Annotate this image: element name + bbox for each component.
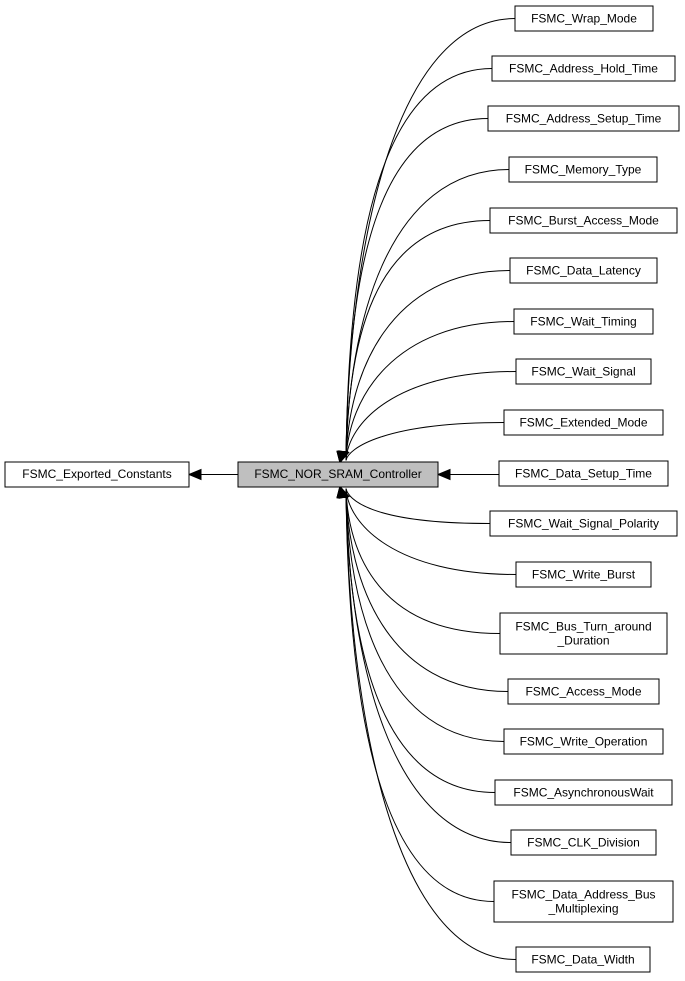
node-fsmc-access-mode-label: FSMC_Access_Mode — [525, 685, 641, 699]
node-fsmc-bus-turn-around-duration-label: FSMC_Bus_Turn_around — [515, 620, 651, 634]
edge-fsmc-clk-division — [345, 488, 512, 843]
node-fsmc-data-latency-box — [509, 257, 658, 284]
node-center-label: FSMC_NOR_SRAM_Controller — [254, 467, 421, 481]
node-fsmc-asynchronouswait-box — [494, 779, 673, 806]
node-fsmc-data-address-bus-multiplexing[interactable]: FSMC_Data_Address_Bus_Multiplexing — [493, 880, 674, 923]
edge-fsmc-wait-timing — [345, 321, 515, 461]
node-fsmc-wait-signal-polarity-box — [489, 510, 678, 537]
node-fsmc-bus-turn-around-duration-label: _Duration — [556, 634, 609, 648]
edge-fsmc-write-operation — [345, 488, 505, 742]
edge-fsmc-wait-signal-polarity — [345, 488, 491, 524]
node-fsmc-wait-signal-box — [515, 358, 652, 385]
node-fsmc-write-burst-box — [515, 561, 652, 588]
node-fsmc-bus-turn-around-duration[interactable]: FSMC_Bus_Turn_around_Duration — [499, 612, 668, 655]
node-fsmc-wait-signal[interactable]: FSMC_Wait_Signal — [515, 358, 652, 385]
arrowhead-parent — [187, 468, 202, 481]
node-fsmc-write-operation[interactable]: FSMC_Write_Operation — [503, 728, 664, 755]
edge-fsmc-burst-access-mode — [345, 220, 491, 461]
node-fsmc-memory-type-label: FSMC_Memory_Type — [525, 163, 642, 177]
node-fsmc-data-address-bus-multiplexing-label: FSMC_Data_Address_Bus — [511, 888, 655, 902]
node-fsmc-data-width[interactable]: FSMC_Data_Width — [515, 946, 651, 973]
node-fsmc-asynchronouswait[interactable]: FSMC_AsynchronousWait — [494, 779, 673, 806]
arrowhead-fsmc-data-setup-time — [436, 468, 451, 481]
node-fsmc-data-setup-time-box — [498, 460, 669, 487]
node-center-box — [237, 461, 439, 488]
node-parent[interactable]: FSMC_Exported_Constants — [4, 461, 190, 488]
node-fsmc-address-hold-time-label: FSMC_Address_Hold_Time — [509, 62, 658, 76]
node-fsmc-data-address-bus-multiplexing-box — [493, 880, 674, 923]
node-fsmc-wait-signal-polarity[interactable]: FSMC_Wait_Signal_Polarity — [489, 510, 678, 537]
node-fsmc-write-burst[interactable]: FSMC_Write_Burst — [515, 561, 652, 588]
child-nodes: FSMC_Wrap_ModeFSMC_Address_Hold_TimeFSMC… — [487, 5, 680, 973]
edge-fsmc-access-mode — [345, 488, 509, 692]
edges — [187, 18, 517, 960]
node-fsmc-write-burst-label: FSMC_Write_Burst — [532, 568, 636, 582]
node-fsmc-wait-signal-label: FSMC_Wait_Signal — [531, 365, 635, 379]
edge-fsmc-memory-type — [345, 169, 510, 461]
edge-fsmc-data-width — [345, 488, 517, 960]
node-fsmc-extended-mode[interactable]: FSMC_Extended_Mode — [503, 409, 664, 436]
node-fsmc-wait-timing-label: FSMC_Wait_Timing — [530, 315, 636, 329]
node-fsmc-data-setup-time[interactable]: FSMC_Data_Setup_Time — [498, 460, 669, 487]
node-fsmc-address-hold-time[interactable]: FSMC_Address_Hold_Time — [491, 55, 676, 82]
node-fsmc-memory-type[interactable]: FSMC_Memory_Type — [508, 156, 658, 183]
node-fsmc-write-operation-box — [503, 728, 664, 755]
node-fsmc-bus-turn-around-duration-box — [499, 612, 668, 655]
node-parent-label: FSMC_Exported_Constants — [22, 467, 171, 481]
node-fsmc-address-setup-time[interactable]: FSMC_Address_Setup_Time — [487, 105, 680, 132]
node-fsmc-data-width-box — [515, 946, 651, 973]
node-fsmc-clk-division-label: FSMC_CLK_Division — [527, 836, 640, 850]
edge-fsmc-data-address-bus-multiplexing — [345, 488, 495, 902]
node-fsmc-burst-access-mode-label: FSMC_Burst_Access_Mode — [508, 214, 659, 228]
node-fsmc-data-address-bus-multiplexing-label: _Multiplexing — [547, 902, 618, 916]
node-fsmc-wrap-mode[interactable]: FSMC_Wrap_Mode — [514, 5, 654, 32]
node-fsmc-access-mode[interactable]: FSMC_Access_Mode — [507, 678, 660, 705]
edge-fsmc-address-hold-time — [345, 68, 493, 461]
edge-fsmc-extended-mode — [345, 422, 505, 461]
node-fsmc-data-width-label: FSMC_Data_Width — [531, 953, 634, 967]
node-fsmc-access-mode-box — [507, 678, 660, 705]
node-fsmc-wait-timing-box — [513, 308, 654, 335]
node-fsmc-wait-signal-polarity-label: FSMC_Wait_Signal_Polarity — [508, 517, 659, 531]
node-fsmc-wait-timing[interactable]: FSMC_Wait_Timing — [513, 308, 654, 335]
node-fsmc-clk-division[interactable]: FSMC_CLK_Division — [510, 829, 657, 856]
edge-fsmc-address-setup-time — [345, 118, 489, 461]
node-fsmc-extended-mode-label: FSMC_Extended_Mode — [519, 416, 647, 430]
node-fsmc-address-hold-time-box — [491, 55, 676, 82]
node-fsmc-address-setup-time-box — [487, 105, 680, 132]
node-fsmc-asynchronouswait-label: FSMC_AsynchronousWait — [513, 786, 654, 800]
edge-fsmc-data-latency — [345, 270, 511, 461]
edge-fsmc-wrap-mode — [345, 18, 516, 461]
node-center[interactable]: FSMC_NOR_SRAM_Controller — [237, 461, 439, 488]
node-fsmc-address-setup-time-label: FSMC_Address_Setup_Time — [506, 112, 662, 126]
node-fsmc-data-latency[interactable]: FSMC_Data_Latency — [509, 257, 658, 284]
node-fsmc-memory-type-box — [508, 156, 658, 183]
arrowhead-fsmc-data-width — [336, 485, 349, 499]
node-parent-box — [4, 461, 190, 488]
edge-fsmc-wait-signal — [345, 371, 517, 461]
node-fsmc-write-operation-label: FSMC_Write_Operation — [520, 735, 648, 749]
node-fsmc-wrap-mode-box — [514, 5, 654, 32]
node-fsmc-data-latency-label: FSMC_Data_Latency — [526, 264, 641, 278]
node-fsmc-data-setup-time-label: FSMC_Data_Setup_Time — [515, 467, 652, 481]
edge-fsmc-write-burst — [345, 488, 517, 575]
node-fsmc-burst-access-mode[interactable]: FSMC_Burst_Access_Mode — [489, 207, 678, 234]
edge-fsmc-bus-turn-around-duration — [345, 488, 501, 634]
node-fsmc-burst-access-mode-box — [489, 207, 678, 234]
node-fsmc-extended-mode-box — [503, 409, 664, 436]
edge-fsmc-asynchronouswait — [345, 488, 496, 793]
node-fsmc-clk-division-box — [510, 829, 657, 856]
arrowhead-fsmc-extended-mode — [338, 450, 350, 464]
node-fsmc-wrap-mode-label: FSMC_Wrap_Mode — [531, 12, 637, 26]
